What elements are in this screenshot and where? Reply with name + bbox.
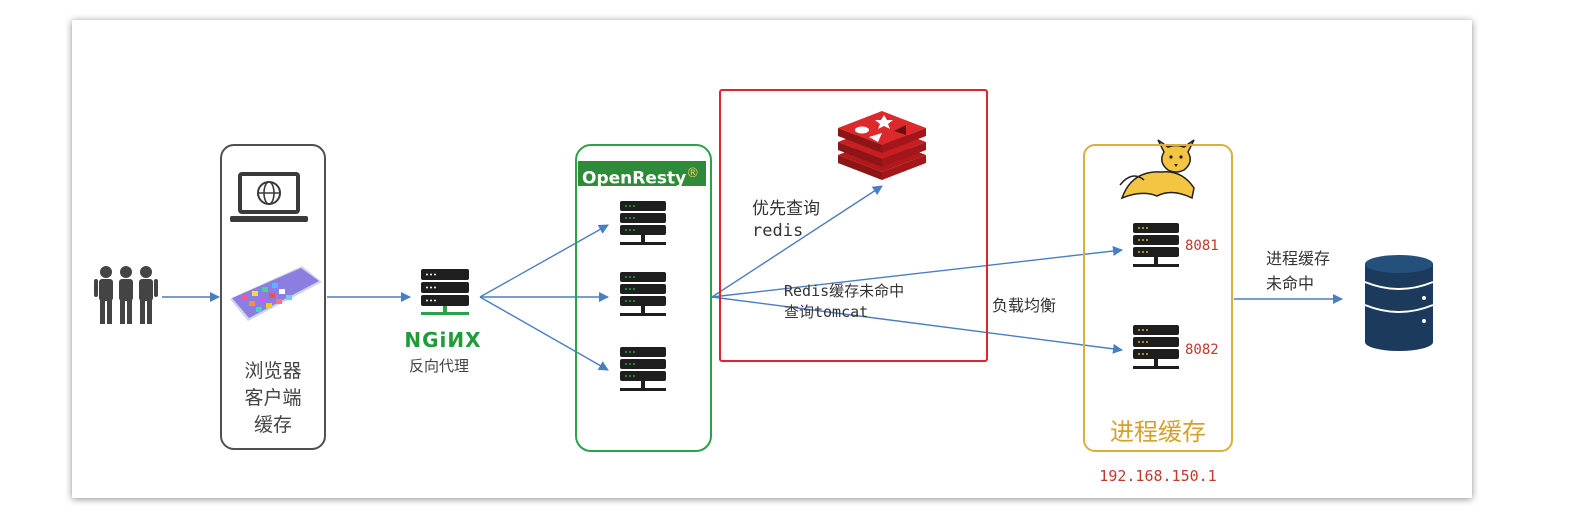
redis-first-query-sublabel: redis [752, 221, 804, 241]
openresty-box [575, 144, 712, 452]
port-8082-label: 8082 [1185, 342, 1219, 358]
browser-cache-label: 浏览器 客户端 缓存 [220, 358, 326, 439]
jvm-miss-label-2: 未命中 [1266, 274, 1315, 293]
redis-first-query-label: 优先查询 [752, 199, 820, 219]
database-icon [1364, 255, 1434, 351]
browser-label-line1: 浏览器 [244, 360, 302, 382]
users-icon [94, 266, 158, 324]
nginx-wordmark: NGiИX [404, 328, 482, 352]
openresty-title: OpenResty® [578, 161, 706, 189]
diagram-svg [94, 111, 1434, 391]
server-icon [620, 201, 666, 245]
redis-logo-icon [838, 111, 926, 180]
registered-mark: ® [686, 166, 700, 181]
redis-miss-sublabel: 查询tomcat [784, 303, 869, 321]
server-icon [1133, 325, 1179, 369]
arrow-openresty-to-redis [711, 185, 883, 298]
nginx-label: 反向代理 [408, 357, 469, 375]
diagram-canvas: 浏览器 客户端 缓存 NGiИX 反向代理 OpenResty® 优先查询 re… [72, 20, 1472, 498]
phone-icon [230, 266, 322, 321]
server-icon [620, 272, 666, 316]
server-icon [620, 347, 666, 391]
jvm-cache-label: 进程缓存 [1110, 418, 1206, 446]
port-8081-label: 8081 [1185, 238, 1219, 254]
browser-label-line3: 缓存 [253, 414, 292, 436]
openresty-title-text: OpenResty [582, 168, 687, 189]
redis-miss-label: Redis缓存未命中 [784, 282, 905, 300]
jvm-cache-box [1083, 144, 1233, 452]
arrow-openresty-to-8082 [711, 296, 1123, 354]
arrow-nginx-to-server1 [479, 224, 609, 298]
server-icon [1133, 223, 1179, 267]
jvm-miss-label: 进程缓存 [1266, 249, 1331, 268]
load-balance-label: 负载均衡 [992, 296, 1057, 315]
arrow-nginx-to-server3 [479, 296, 609, 371]
tomcat-logo-icon [1119, 139, 1195, 200]
browser-label-line2: 客户端 [244, 387, 302, 409]
browser-cache-box [220, 144, 326, 450]
server-ip-label: 192.168.150.1 [1099, 467, 1217, 485]
flow-arrows [162, 185, 1343, 371]
redis-box [719, 89, 988, 362]
nginx-server-icon [421, 269, 469, 315]
arrow-openresty-to-8081 [711, 246, 1123, 298]
laptop-globe-icon [230, 172, 308, 222]
